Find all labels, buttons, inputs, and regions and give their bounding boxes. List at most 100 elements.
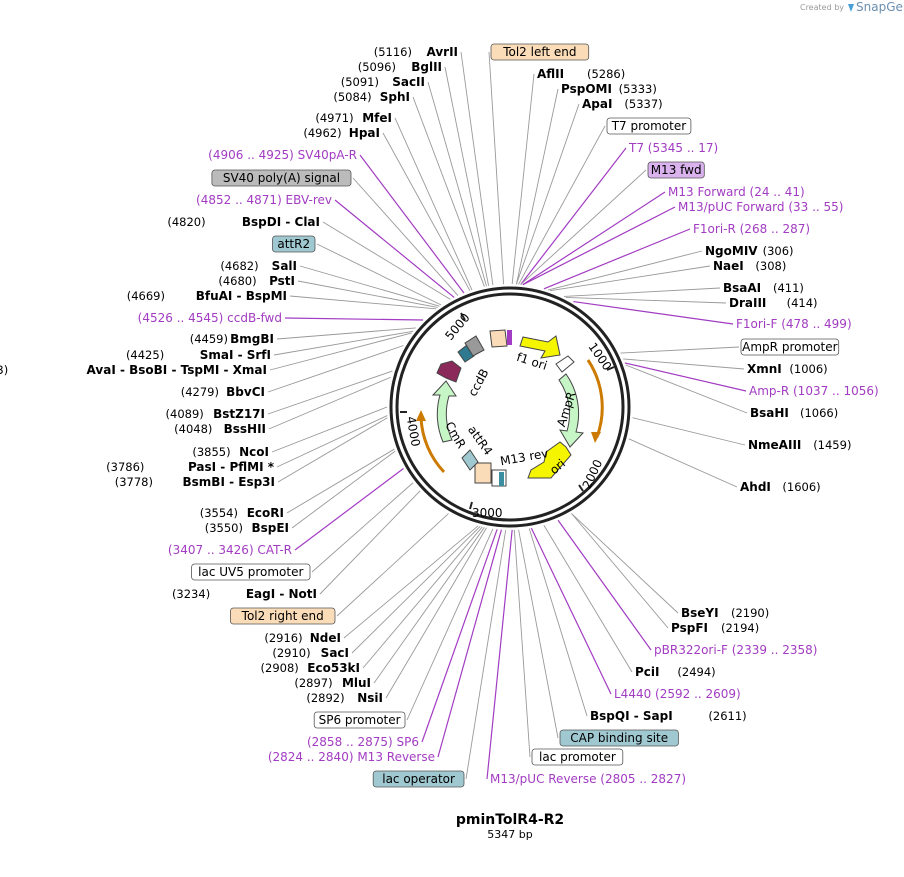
left-label-10: attR2 bbox=[272, 235, 316, 253]
enzyme-position: (411) bbox=[773, 281, 804, 295]
enzyme-name: SphI bbox=[380, 90, 410, 104]
left-label-9: (4820)BspDI - ClaI bbox=[167, 215, 320, 229]
left-label-1: (5096)BglII bbox=[358, 60, 442, 74]
feature-box bbox=[272, 235, 316, 253]
credit-text: Created by bbox=[800, 3, 844, 12]
feature-label: lac UV5 promoter bbox=[198, 565, 303, 579]
left-label-33: (2897)MluI bbox=[294, 676, 371, 690]
connector-line bbox=[511, 73, 535, 285]
feature-label: SP6 promoter bbox=[319, 713, 401, 727]
right-label-24: PciI(2494) bbox=[635, 665, 716, 679]
connector-line bbox=[291, 450, 396, 529]
connector-line bbox=[289, 295, 437, 310]
connector-line bbox=[516, 103, 580, 285]
left-label-31: (2910)SacI bbox=[272, 646, 349, 660]
connector-line bbox=[412, 96, 485, 287]
connector-line bbox=[267, 345, 404, 393]
right-label-17: Amp-R (1037 .. 1056) bbox=[749, 384, 879, 398]
connector-line bbox=[518, 529, 559, 739]
connector-line bbox=[547, 250, 703, 291]
enzyme-name: BglII bbox=[411, 60, 442, 74]
left-label-14: (4526 .. 4545) ccdB-fwd bbox=[138, 311, 282, 325]
cmr-orange-arc bbox=[419, 417, 446, 474]
connector-line bbox=[488, 51, 505, 285]
connector-line bbox=[620, 346, 740, 354]
connector-line bbox=[351, 526, 481, 654]
left-label-17: (4423)AvaI - BsoBI - TspMI - XmaI bbox=[0, 363, 267, 377]
enzyme-name: BssHII bbox=[224, 422, 266, 436]
connector-line bbox=[343, 525, 479, 639]
right-label-22: PspFI(2194) bbox=[671, 621, 759, 635]
enzyme-position: (3786) bbox=[106, 460, 144, 474]
right-label-20: AhdI(1606) bbox=[740, 480, 821, 494]
connector-line bbox=[294, 468, 404, 551]
connector-line bbox=[632, 417, 746, 446]
enzyme-position: (2916) bbox=[264, 631, 302, 645]
left-label-18: (4279)BbvCI bbox=[181, 385, 265, 399]
connector-line bbox=[460, 51, 494, 286]
feature-label: lac operator bbox=[382, 772, 455, 786]
ori-arrow bbox=[527, 441, 572, 479]
left-label-12: (4680)PstI bbox=[218, 274, 295, 288]
feature-box bbox=[191, 563, 311, 581]
enzyme-position: (4089) bbox=[166, 407, 204, 421]
enzyme-position: (4423) bbox=[0, 363, 8, 377]
primer-label: (2824 .. 2840) M13 Reverse bbox=[268, 750, 435, 764]
cmr-arrow bbox=[431, 380, 457, 443]
feature-label: Tol2 left end bbox=[502, 45, 576, 59]
left-label-15: (4459)BmgBI bbox=[190, 332, 274, 346]
primer-label: pBR322ori-F (2339 .. 2358) bbox=[654, 643, 817, 657]
primer-label: M13/pUC Reverse (2805 .. 2827) bbox=[490, 772, 686, 786]
connector-line bbox=[557, 519, 652, 651]
enzyme-name: SacI bbox=[321, 646, 349, 660]
connector-line bbox=[515, 88, 559, 285]
primer-label: M13/pUC Forward (33 .. 55) bbox=[678, 200, 844, 214]
feature-box bbox=[313, 711, 406, 729]
left-label-7: SV40 poly(A) signal bbox=[211, 169, 352, 187]
enzyme-name: AhdI bbox=[740, 480, 771, 494]
ruler-label-3000: 3000 bbox=[472, 506, 503, 520]
enzyme-name: EagI - NotI bbox=[246, 587, 317, 601]
enzyme-position: (4279) bbox=[181, 385, 219, 399]
connector-line bbox=[573, 300, 734, 325]
connector-line bbox=[520, 147, 627, 285]
enzyme-position: (2190) bbox=[731, 606, 769, 620]
primer-label: F1ori-R (268 .. 287) bbox=[693, 222, 810, 236]
enzyme-name: SmaI - SrfI bbox=[200, 348, 271, 362]
right-label-28: lac promoter bbox=[531, 748, 624, 766]
feature-arrows bbox=[416, 329, 604, 487]
left-label-22: (3786)PasI - PflMI * bbox=[106, 460, 275, 474]
t7-m13-block bbox=[507, 330, 512, 345]
right-label-2: PspOMI(5333) bbox=[561, 82, 657, 96]
right-label-9: F1ori-R (268 .. 287) bbox=[693, 222, 810, 236]
connector-line bbox=[286, 448, 395, 514]
enzyme-position: (1006) bbox=[789, 362, 827, 376]
connector-line bbox=[276, 415, 388, 468]
right-label-10: NgoMIV(306) bbox=[705, 244, 794, 258]
primer-label: (4852 .. 4871) EBV-rev bbox=[196, 193, 332, 207]
connector-line bbox=[465, 529, 507, 780]
connector-line bbox=[486, 529, 513, 780]
enzyme-name: PstI bbox=[269, 274, 295, 288]
primer-label: (4526 .. 4545) ccdB-fwd bbox=[138, 311, 282, 325]
attR4-block bbox=[461, 449, 479, 471]
left-label-23: (3778)BsmBI - Esp3I bbox=[115, 475, 275, 489]
right-label-7: M13 Forward (24 .. 41) bbox=[668, 185, 805, 199]
tol2-left-end-block bbox=[489, 329, 508, 348]
plasmid-backbone-outer bbox=[389, 286, 631, 528]
feature-label: CAP binding site bbox=[570, 731, 668, 745]
enzyme-name: NaeI bbox=[713, 259, 744, 273]
lac-operator-block bbox=[499, 472, 504, 486]
connector-line bbox=[322, 221, 451, 300]
left-label-34: (2892)NsiI bbox=[306, 691, 383, 705]
primer-label: (2858 .. 2875) SP6 bbox=[307, 735, 419, 749]
sv40-block bbox=[464, 335, 485, 357]
enzyme-position: (4669) bbox=[127, 289, 165, 303]
connector-line bbox=[528, 528, 588, 717]
right-label-15: AmpR promoter bbox=[740, 338, 840, 356]
connector-line bbox=[311, 482, 414, 573]
right-label-12: BsaAI(411) bbox=[723, 281, 804, 295]
connector-line bbox=[444, 66, 490, 286]
left-label-4: (4971)MfeI bbox=[315, 111, 392, 125]
enzyme-position: (5084) bbox=[333, 90, 371, 104]
